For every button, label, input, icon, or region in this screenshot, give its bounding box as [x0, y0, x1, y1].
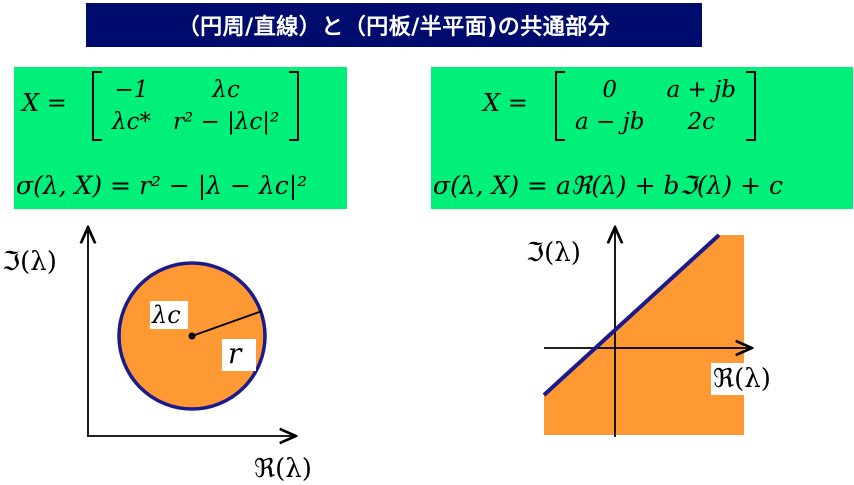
right-formula-box: X = 0 a + jb a − jb 2c σ(λ, X) = aℜ(λ) +… — [431, 67, 853, 209]
right-matrix-lhs: X = — [483, 89, 528, 117]
left-bracket-close — [289, 71, 300, 141]
right-sigma-formula: σ(λ, X) = aℜ(λ) + bℑ(λ) + c — [433, 171, 784, 200]
right-matrix-cell: 2c — [687, 109, 715, 135]
right-matrix-cell: 0 — [602, 77, 618, 103]
left-formula-box: X = −1 λc λc* r² − |λc|² σ(λ, X) = r² − … — [14, 67, 347, 209]
imag-axis-label-left: ℑ(λ) — [2, 247, 57, 277]
left-matrix-cell: r² − |λc|² — [172, 109, 280, 135]
real-axis-label-left: ℜ(λ) — [254, 454, 312, 484]
right-matrix-cell: a + jb — [666, 77, 736, 103]
halfplane-diagram: ℑ(λ) ℜ(λ) — [524, 215, 783, 437]
right-matrix: 0 a + jb a − jb 2c — [555, 71, 756, 141]
radius-label: r — [228, 337, 243, 370]
left-sigma-formula: σ(λ, X) = r² − |λ − λc|² — [16, 171, 308, 200]
left-matrix-lhs: X = — [22, 89, 67, 117]
right-bracket-open — [555, 71, 565, 141]
imag-axis-label-right: ℑ(λ) — [526, 238, 581, 268]
left-matrix-cell: λc* — [112, 109, 151, 135]
disk-diagram: λc r ℑ(λ) ℜ(λ) — [2, 215, 312, 484]
halfplane-region — [544, 235, 744, 435]
center-label: λc — [151, 301, 181, 329]
boundary-line — [542, 233, 721, 397]
right-bracket-close — [745, 71, 756, 141]
left-matrix-cell: λc — [212, 77, 240, 103]
radius-line — [191, 310, 263, 337]
real-axis-label-right: ℜ(λ) — [713, 364, 771, 394]
right-matrix-cell: a − jb — [575, 109, 645, 135]
left-bracket-open — [92, 71, 102, 141]
left-matrix-cell: −1 — [114, 77, 149, 103]
slide-title: （円周/直線）と（円板/半平面)の共通部分 — [86, 3, 702, 47]
left-matrix: −1 λc λc* r² − |λc|² — [92, 71, 300, 141]
